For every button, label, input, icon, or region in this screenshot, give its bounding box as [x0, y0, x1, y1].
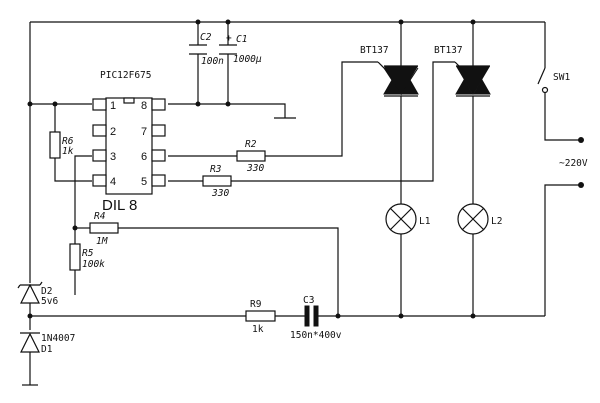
r5-value: 100k — [82, 259, 105, 270]
mcu-package-label: DIL 8 — [102, 197, 137, 214]
mcu-pin-box-5 — [151, 174, 166, 187]
switch-sw1: SW1 — [537, 67, 570, 94]
lamp-l1: L1 — [385, 203, 431, 235]
wires — [22, 21, 580, 386]
r6-ref: R6 — [62, 136, 74, 147]
mcu-pin-5: 5 — [141, 176, 147, 188]
capacitor-c2: C2 100n — [189, 32, 224, 67]
mcu-pin-box-4 — [92, 174, 107, 187]
diode-d1: 1N4007 D1 — [20, 332, 75, 355]
c3-ref: C3 — [303, 295, 314, 306]
mcu-pin-box-2 — [92, 124, 107, 137]
mcu-pin-box-3 — [92, 149, 107, 162]
junctions — [27, 19, 476, 319]
capacitor-c3: C3 150n*400v — [290, 295, 342, 341]
mains-terminals: ~220V — [559, 137, 588, 188]
lamp-l2-ref: L2 — [491, 216, 502, 227]
c3-value: 150n*400v — [290, 330, 342, 341]
mcu-pin-8: 8 — [141, 100, 147, 112]
mcu-pin-box-7 — [151, 124, 166, 137]
mcu-pin-6: 6 — [141, 151, 147, 163]
mcu-pin-box-6 — [151, 149, 166, 162]
capacitor-c1: + C1 1000μ — [219, 33, 262, 65]
resistor-r9: R9 1k — [245, 299, 276, 335]
mcu-pin-box-1 — [92, 98, 107, 111]
r4-value: 1M — [96, 236, 108, 247]
mcu-pin-2: 2 — [110, 126, 116, 138]
c1-ref: C1 — [236, 34, 247, 45]
resistor-r2: R2 330 — [236, 139, 266, 174]
resistor-r3: R3 330 — [202, 164, 232, 199]
resistor-r5: R5 100k — [69, 243, 105, 271]
mcu-name-label: PIC12F675 — [100, 70, 151, 81]
r2-ref: R2 — [245, 139, 257, 150]
r5-ref: R5 — [82, 248, 94, 259]
resistor-r6: R6 1k — [49, 131, 74, 159]
zener-d2-value: 5v6 — [41, 296, 58, 307]
r9-ref: R9 — [250, 299, 262, 310]
zener-d2-ref: D2 — [41, 286, 52, 297]
resistor-r4: R4 1M — [89, 211, 119, 247]
c1-polarity: + — [226, 33, 232, 44]
r3-value: 330 — [211, 188, 229, 199]
c2-value: 100n — [201, 56, 224, 67]
lamp-l1-ref: L1 — [419, 216, 431, 227]
mcu-pin-box-8 — [151, 98, 166, 111]
mains-label: ~220V — [559, 158, 588, 169]
mcu-pic12f675: PIC12F675 1 2 3 4 5 6 7 8 DIL 8 — [92, 70, 166, 214]
c1-value: 1000μ — [233, 54, 262, 65]
mcu-notch — [123, 97, 135, 104]
r6-value: 1k — [62, 146, 74, 157]
triac-1-ref: BT137 — [360, 45, 389, 56]
mcu-pin-7: 7 — [141, 126, 147, 138]
mcu-pin-3: 3 — [110, 151, 116, 163]
triac-1: BT137 — [360, 45, 419, 97]
diode-d1-value: 1N4007 — [41, 333, 75, 344]
lamp-l2: L2 — [457, 203, 502, 235]
c2-ref: C2 — [200, 32, 212, 43]
r4-ref: R4 — [94, 211, 106, 222]
r3-ref: R3 — [210, 164, 222, 175]
mcu-body — [105, 97, 153, 195]
r2-value: 330 — [246, 163, 264, 174]
r9-value: 1k — [252, 324, 264, 335]
mcu-pin-1: 1 — [110, 100, 116, 112]
switch-sw1-ref: SW1 — [553, 72, 570, 83]
diode-d1-ref: D1 — [41, 344, 53, 355]
triac-2-ref: BT137 — [434, 45, 463, 56]
triac-2: BT137 — [434, 45, 491, 97]
mcu-pin-4: 4 — [110, 176, 116, 188]
zener-d2: D2 5v6 — [17, 281, 58, 307]
